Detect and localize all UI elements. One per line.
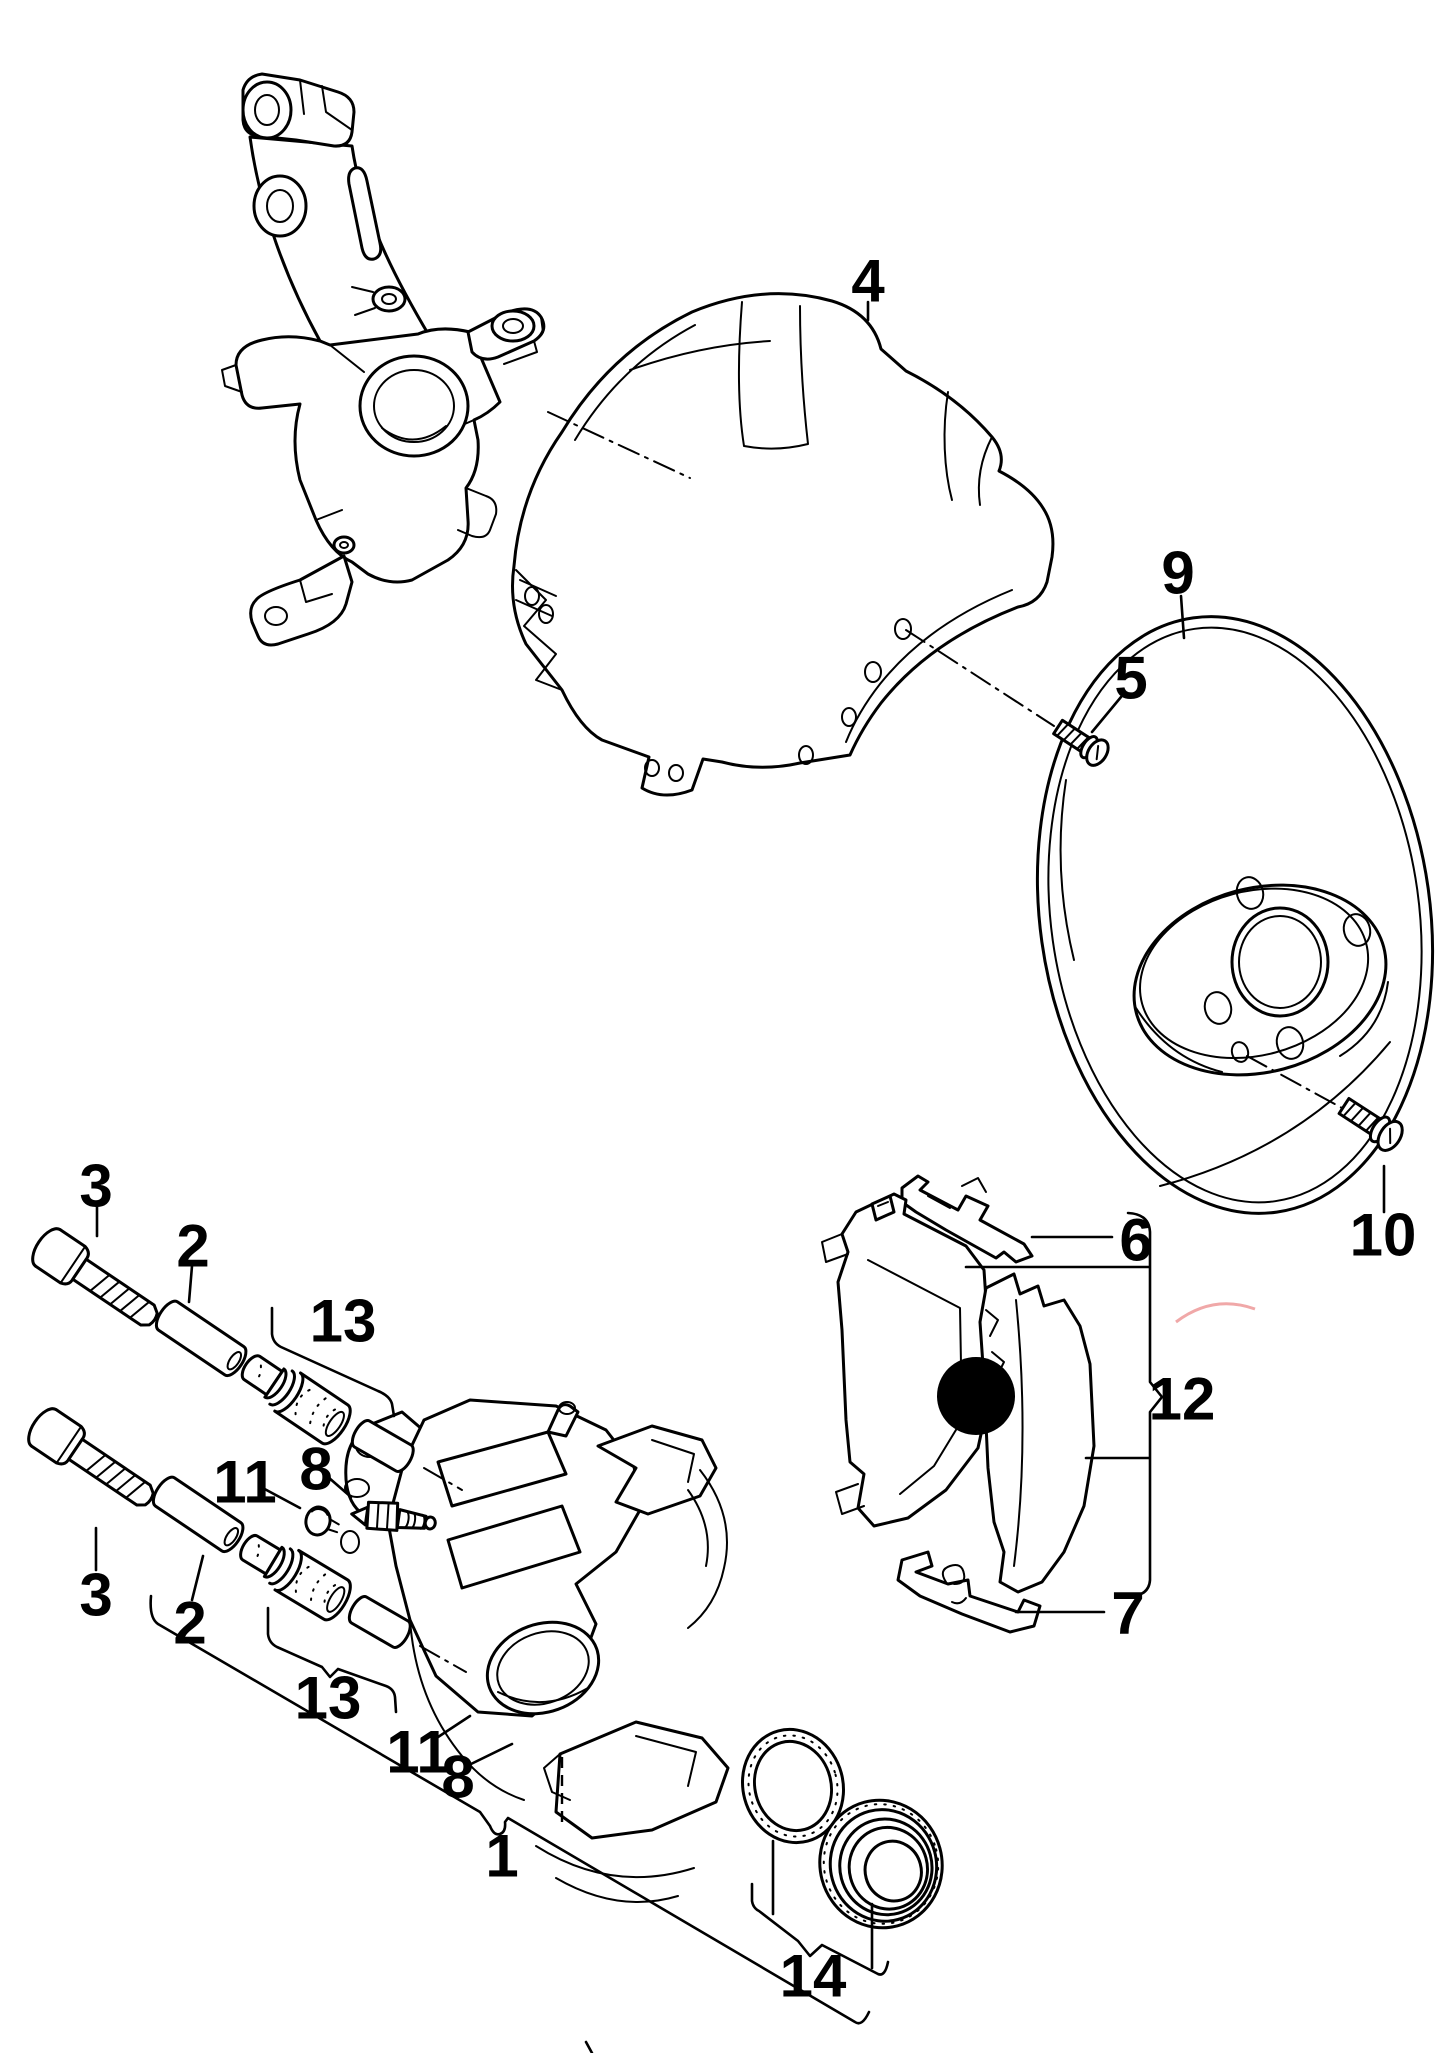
callout-13b: 13 (295, 1665, 362, 1732)
callout-3a: 3 (79, 1153, 112, 1220)
pad-retaining-spring-bottom (896, 1550, 1042, 1634)
callout-12: 12 (1149, 1366, 1216, 1433)
callout-2b: 2 (173, 1590, 206, 1657)
axis-pin-top (423, 1467, 463, 1491)
callout-14: 14 (780, 1943, 847, 2010)
pad-retaining-spring-top (900, 1174, 1034, 1264)
callout-8a: 8 (299, 1436, 332, 1503)
axis-disc-screw10 (1246, 1055, 1343, 1109)
leader-2-bottom (190, 1554, 205, 1602)
accent-arc (1175, 1302, 1256, 1324)
callout-1: 1 (485, 1823, 518, 1890)
bracket-13-top (270, 1306, 396, 1418)
brake-disc-splash-shield (511, 292, 1055, 797)
censor-dot (937, 1357, 1015, 1435)
bracket-12 (1126, 1211, 1164, 1599)
guide-bolt-top (25, 1222, 169, 1340)
callout-3b: 3 (79, 1562, 112, 1629)
guide-bolt-bottom (21, 1402, 165, 1520)
bleeder-dust-cap (304, 1505, 340, 1537)
axis-shield-screw5 (905, 629, 1055, 727)
leader-8-bottom (469, 1742, 514, 1766)
piston-dust-boot (818, 1798, 944, 1930)
callout-10: 10 (1350, 1202, 1417, 1269)
callout-9: 9 (1161, 540, 1194, 607)
leader-5 (1090, 695, 1123, 734)
bracket-13-bottom (266, 1606, 398, 1714)
leader-11-top (257, 1484, 302, 1510)
callout-5: 5 (1114, 645, 1147, 712)
axis-knuckle-shield (547, 411, 691, 479)
steering-knuckle (221, 72, 546, 647)
leader-9 (1179, 594, 1186, 640)
inner-brake-pad (978, 1272, 1096, 1594)
leader-11-bottom (430, 1714, 472, 1743)
callout-11a: 11 (213, 1449, 276, 1516)
callout-7: 7 (1111, 1580, 1144, 1647)
shield-screw (1052, 718, 1110, 767)
outer-brake-pad (821, 1192, 990, 1528)
bracket-14 (750, 1882, 890, 1976)
callout-11b: 11 (386, 1719, 449, 1786)
bracket-14-verticals (771, 1839, 874, 1970)
bottom-edge-tick (584, 2040, 594, 2053)
callout-13a: 13 (310, 1288, 377, 1355)
leader-8-top (326, 1475, 353, 1499)
disc-set-screw (1337, 1096, 1404, 1152)
guide-bushing-top (231, 1343, 358, 1451)
brake-caliper-housing (340, 1398, 730, 1903)
callout-2a: 2 (176, 1213, 209, 1280)
bleeder-valve (350, 1500, 437, 1532)
axis-pin-bottom (419, 1645, 467, 1673)
guide-bushing-bottom (230, 1523, 358, 1626)
guide-sleeve-top (150, 1295, 252, 1381)
piston-seal-ring (741, 1727, 845, 1845)
callout-6: 6 (1119, 1207, 1152, 1274)
callout-8b: 8 (441, 1744, 474, 1811)
bracket-12-connectors (964, 1265, 1151, 1460)
leader-lines (94, 300, 1386, 2053)
brake-disc (1035, 615, 1435, 1215)
callout-4: 4 (851, 248, 885, 315)
bracket-1 (149, 1594, 871, 2025)
leader-2-top (187, 1264, 194, 1304)
overlay-layer (937, 1302, 1256, 1435)
